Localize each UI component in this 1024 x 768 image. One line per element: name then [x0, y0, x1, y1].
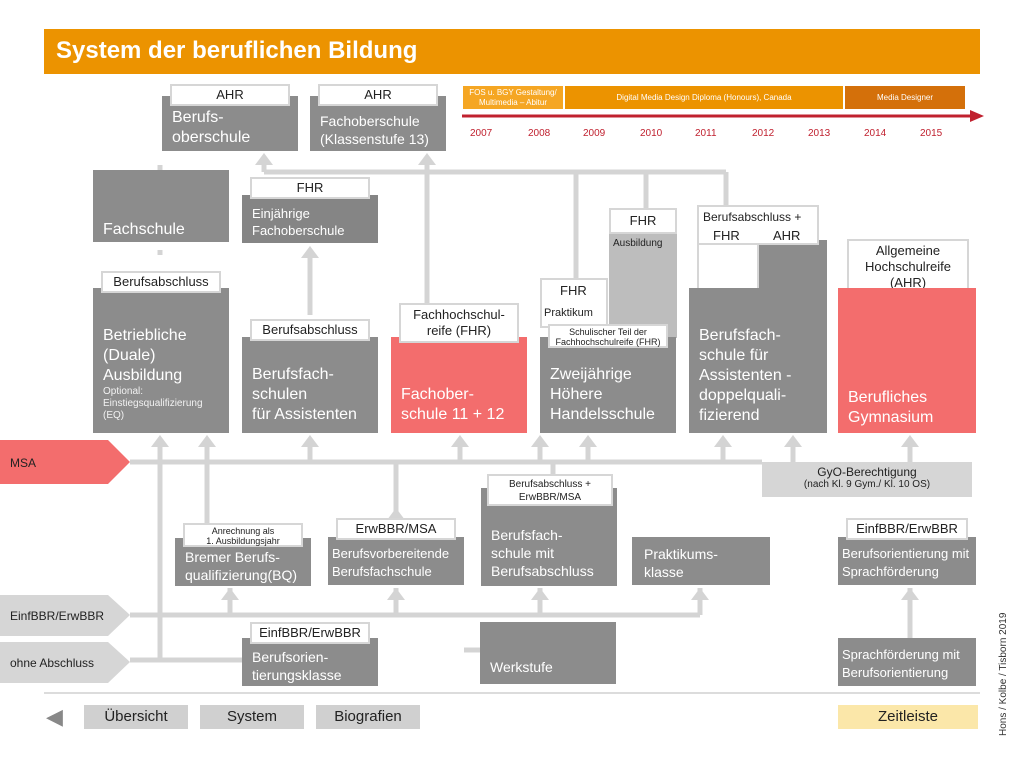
label-erwbbr-msa: ErwBBR/MSA	[336, 518, 456, 540]
box-gyo-berechtigung[interactable]: GyO-Berechtigung (nach Kl. 9 Gym./ Kl. 1…	[762, 462, 972, 497]
arrow-label-einfbbr: EinfBBR/ErwBBR	[10, 609, 105, 623]
year-label: 2007	[470, 128, 493, 139]
year-label: 2010	[640, 128, 663, 139]
box-berufsvorbereitende-bfs[interactable]: Berufsvorbereitende Berufsfachschule	[328, 537, 464, 585]
label-bfs-berufsabschluss: Berufsabschluss	[250, 319, 370, 341]
nav-system-button[interactable]: System	[200, 705, 304, 729]
box-fachschule[interactable]: Fachschule	[93, 170, 229, 242]
label-anrechnung: Anrechnung als 1. Ausbildungsjahr	[183, 523, 303, 547]
arrow-label-msa: MSA	[10, 456, 37, 470]
arrow-label-ohne-abschluss: ohne Abschluss	[10, 656, 95, 670]
box-fachoberschule-11-12[interactable]: Fachober- schule 11 + 12	[391, 337, 527, 433]
label-hh-praktikum: Praktikum	[544, 307, 593, 319]
box-berufsfachschulen-assistenten[interactable]: Berufsfach- schulen für Assistenten	[242, 337, 378, 433]
label-btk-einfbbr: EinfBBR/ErwBBR	[250, 622, 370, 644]
box-berufliches-gymnasium[interactable]: Berufliches Gymnasium	[838, 288, 976, 433]
box-werkstufe[interactable]: Werkstufe	[480, 622, 616, 684]
credit-text: Hons / Kolbe / Tisborn 2019	[998, 612, 1009, 736]
label-fhr-ausbildung: FHR	[609, 208, 677, 234]
box-berufsorientierungsklasse[interactable]: Berufsorien- tierungsklasse	[242, 638, 378, 686]
label-einj-fhr: FHR	[250, 177, 370, 199]
label-hh-fhr-text: FHR	[560, 283, 587, 298]
box-doppelqualifizierend[interactable]: Berufsfach- schule für Assistenten - dop…	[689, 288, 827, 433]
betriebliche-ausbildung-text: Betriebliche (Duale) Ausbildung	[103, 327, 187, 384]
timeline-segment-diploma: Digital Media Design Diploma (Honours), …	[565, 86, 843, 109]
label-fachhochschulreife: Fachhochschul- reife (FHR)	[399, 303, 519, 343]
label-hh-fhr: FHR	[540, 278, 608, 328]
label-einfbbr-erwbbr-bo: EinfBBR/ErwBBR	[846, 518, 968, 540]
year-label: 2012	[752, 128, 775, 139]
box-einjaehrige-fos[interactable]: Einjährige Fachoberschule	[242, 195, 378, 243]
box-praktikumsklasse[interactable]: Praktikums- klasse	[632, 537, 770, 585]
box-berufsorientierung-sprach[interactable]: Berufsorientierung mit Sprachförderung	[838, 537, 976, 585]
label-schulischer-teil: Schulischer Teil der Fachhochschulreife …	[548, 324, 668, 348]
box-betriebliche-ausbildung[interactable]: Betriebliche (Duale) Ausbildung Optional…	[93, 288, 229, 433]
label-betr-berufsabschluss: Berufsabschluss	[101, 271, 221, 293]
label-bos-ahr: AHR	[170, 84, 290, 106]
year-label: 2015	[920, 128, 943, 139]
nav-uebersicht-button[interactable]: Übersicht	[84, 705, 188, 729]
nav-biografien-button[interactable]: Biografien	[316, 705, 420, 729]
box-sprachfoerderung[interactable]: Sprachförderung mit Berufsorientierung	[838, 638, 976, 686]
box-hoehere-handelsschule[interactable]: Zweijährige Höhere Handelsschule	[540, 337, 676, 433]
label-ba-fhr: FHR	[713, 228, 740, 243]
box-ausbildung: Ausbildung	[609, 232, 677, 338]
year-label: 2013	[808, 128, 831, 139]
timeline-segment-fos: FOS u. BGY Gestaltung/ Multimedia – Abit…	[463, 86, 563, 109]
page-title: System der beruflichen Bildung	[56, 37, 418, 64]
year-label: 2009	[583, 128, 606, 139]
gyo-subtitle: (nach Kl. 9 Gym./ Kl. 10 OS)	[803, 479, 931, 490]
gyo-title: GyO-Berechtigung	[817, 465, 917, 479]
year-label: 2008	[528, 128, 551, 139]
label-ba-ahr: AHR	[773, 228, 801, 243]
back-arrow-icon[interactable]: ◀	[46, 704, 63, 729]
betriebliche-optional-text: Optional: Einstiegsqualifizierung (EQ)	[103, 386, 203, 421]
year-label: 2011	[695, 128, 717, 139]
label-allg-hochschulreife: Allgemeine Hochschulreife (AHR)	[847, 239, 969, 293]
label-berufsabschluss-plus-text: Berufsabschluss +	[703, 210, 802, 224]
label-ba-erwbbr-msa: Berufsabschluss + ErwBBR/MSA	[487, 474, 613, 506]
timeline-segment-media-designer: Media Designer	[845, 86, 965, 109]
year-label: 2014	[864, 128, 887, 139]
label-fos13-ahr: AHR	[318, 84, 438, 106]
box-fhr-column	[697, 243, 759, 293]
page-title-bar: System der beruflichen Bildung	[44, 29, 980, 74]
nav-zeitleiste-button[interactable]: Zeitleiste	[838, 705, 978, 729]
